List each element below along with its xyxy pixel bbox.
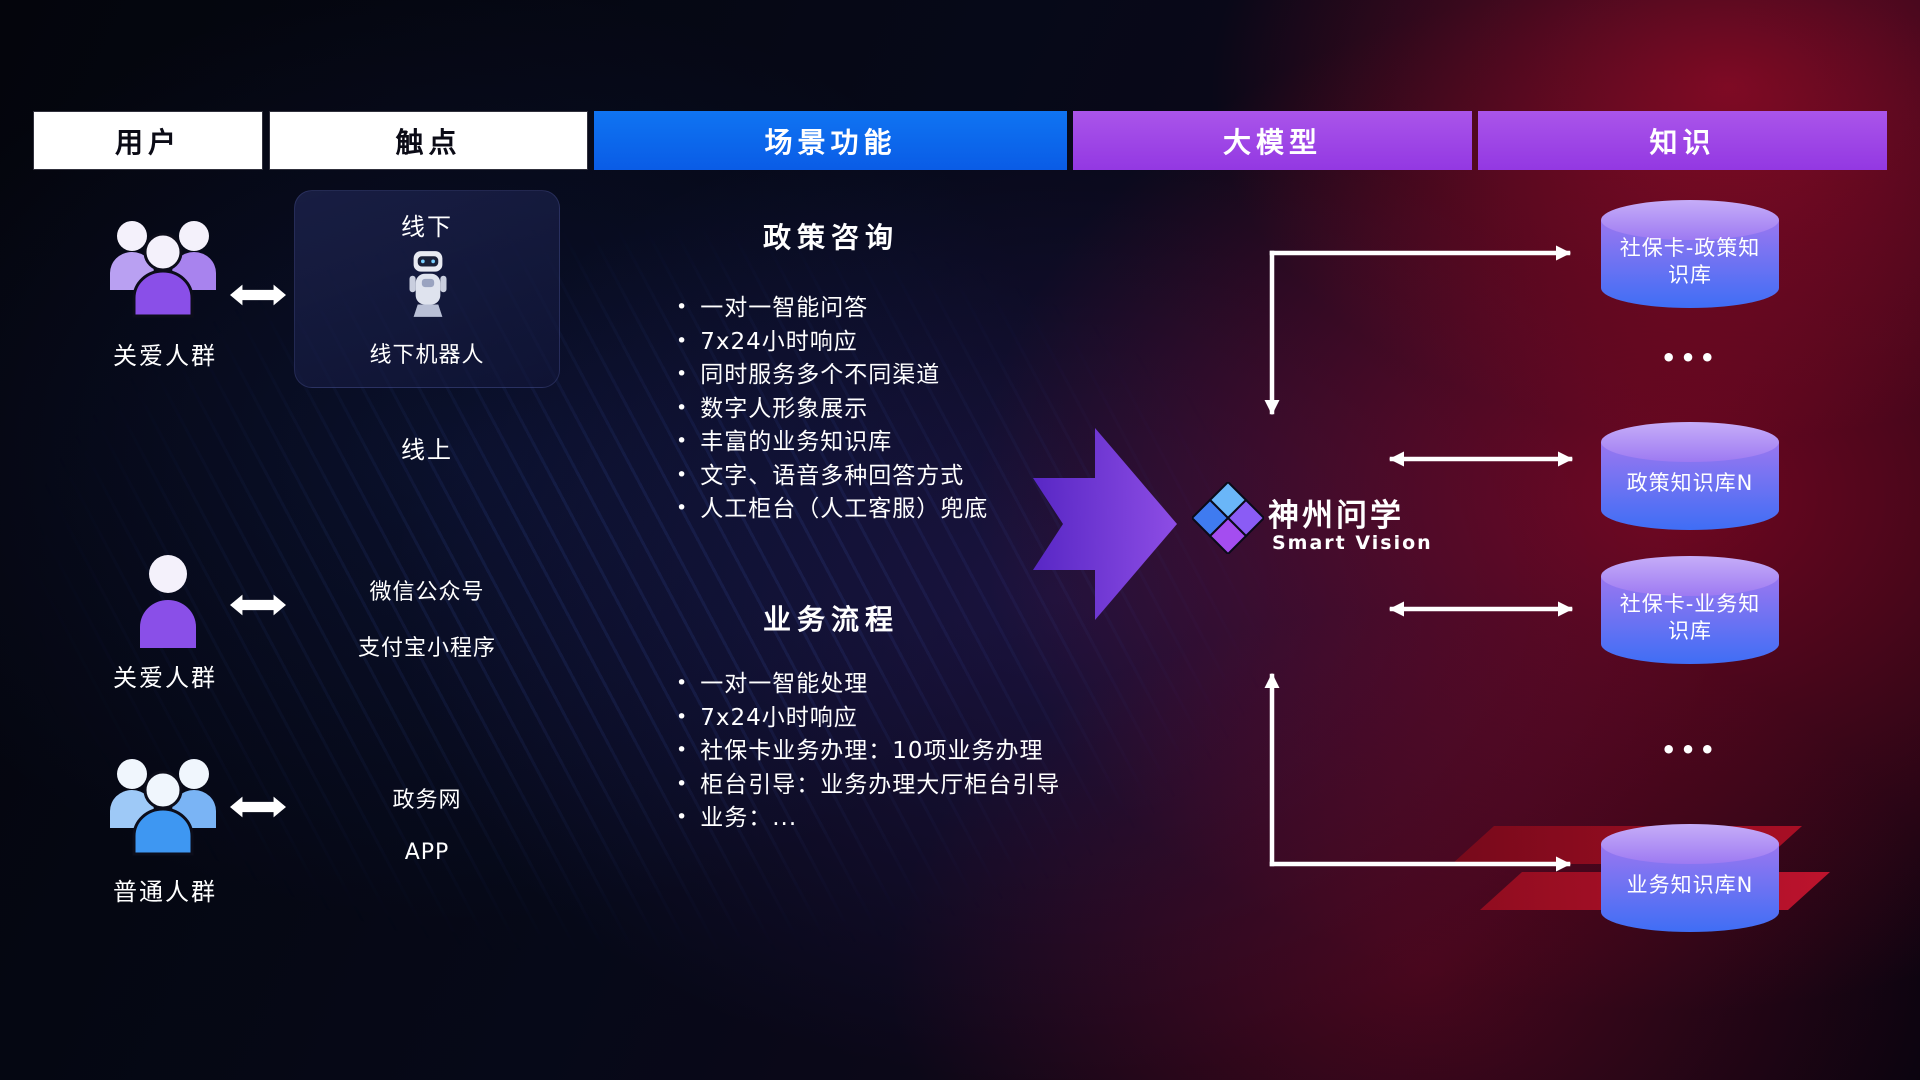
user-group-label: 普通人群 <box>113 878 217 906</box>
bullet-item: 人工柜台（人工客服）兜底 <box>676 493 1096 527</box>
knowledge-db-policy-sscard: 社保卡-政策知识库 <box>1601 200 1779 308</box>
touchpoint-item-wechat: 微信公众号 <box>369 580 485 605</box>
user-group-label: 关爱人群 <box>113 664 217 692</box>
db-label: 业务知识库N <box>1626 873 1754 898</box>
touchpoint-item-alipay: 支付宝小程序 <box>357 636 496 661</box>
section-title-policy: 政策咨询 <box>762 221 899 254</box>
people-group-icon <box>110 759 216 856</box>
database-cylinder-icon <box>1601 200 1779 308</box>
knowledge-ellipsis: ••• <box>1660 344 1720 372</box>
bullet-item: 业务：... <box>676 802 1096 836</box>
offline-title: 线下 <box>401 213 453 241</box>
person-icon <box>140 555 196 648</box>
bullet-item: 一对一智能处理 <box>676 668 1096 702</box>
column-header-model: 大模型 <box>1073 111 1472 170</box>
column-header-touchpoint: 触点 <box>269 111 588 170</box>
online-title: 线上 <box>401 436 453 464</box>
db-label: 政策知识库N <box>1626 471 1754 496</box>
column-header-scenario: 场景功能 <box>594 111 1067 170</box>
policy-bullet-list: 一对一智能问答 7x24小时响应 同时服务多个不同渠道 数字人形象展示 丰富的业… <box>676 292 1096 527</box>
bullet-item: 一对一智能问答 <box>676 292 1096 326</box>
robot-icon <box>409 251 447 317</box>
bullet-item: 社保卡业务办理：10项业务办理 <box>676 735 1096 769</box>
database-cylinder-icon <box>1601 824 1779 932</box>
knowledge-db-business-sscard: 社保卡-业务知识库 <box>1601 556 1779 664</box>
column-header-user: 用户 <box>33 111 263 170</box>
bullet-item: 7x24小时响应 <box>676 702 1096 736</box>
double-arrow-icon <box>230 796 286 818</box>
touchpoint-item-gov: 政务网 <box>392 788 462 813</box>
bullet-item: 柜台引导：业务办理大厅柜台引导 <box>676 769 1096 803</box>
knowledge-ellipsis: ••• <box>1660 736 1720 764</box>
section-title-business: 业务流程 <box>762 603 899 636</box>
offline-robot-label: 线下机器人 <box>369 343 485 368</box>
bullet-item: 文字、语音多种回答方式 <box>676 460 1096 494</box>
column-header-knowledge: 知识 <box>1478 111 1887 170</box>
diamond-gem-icon <box>1192 482 1264 554</box>
people-group-icon <box>110 221 216 318</box>
db-label: 社保卡-政策知识库 <box>1619 235 1761 287</box>
database-cylinder-icon <box>1601 422 1779 530</box>
double-arrow-icon <box>230 594 286 616</box>
bullet-item: 7x24小时响应 <box>676 326 1096 360</box>
knowledge-db-policy-n: 政策知识库N <box>1601 422 1779 530</box>
model-subtitle: Smart Vision <box>1272 532 1433 554</box>
bullet-item: 数字人形象展示 <box>676 393 1096 427</box>
knowledge-db-business-n: 业务知识库N <box>1601 824 1779 932</box>
touchpoint-item-app: APP <box>404 840 450 865</box>
offline-touchpoint-card: 线下 线下机器人 <box>294 190 560 388</box>
model-name: 神州问学 <box>1268 498 1404 534</box>
double-arrow-icon <box>230 284 286 306</box>
database-cylinder-icon <box>1601 556 1779 664</box>
user-group-label: 关爱人群 <box>113 342 217 370</box>
db-label: 社保卡-业务知识库 <box>1619 591 1761 643</box>
big-arrow-icon <box>1033 428 1177 620</box>
bullet-item: 同时服务多个不同渠道 <box>676 359 1096 393</box>
bullet-item: 丰富的业务知识库 <box>676 426 1096 460</box>
business-bullet-list: 一对一智能处理 7x24小时响应 社保卡业务办理：10项业务办理 柜台引导：业务… <box>676 668 1096 836</box>
